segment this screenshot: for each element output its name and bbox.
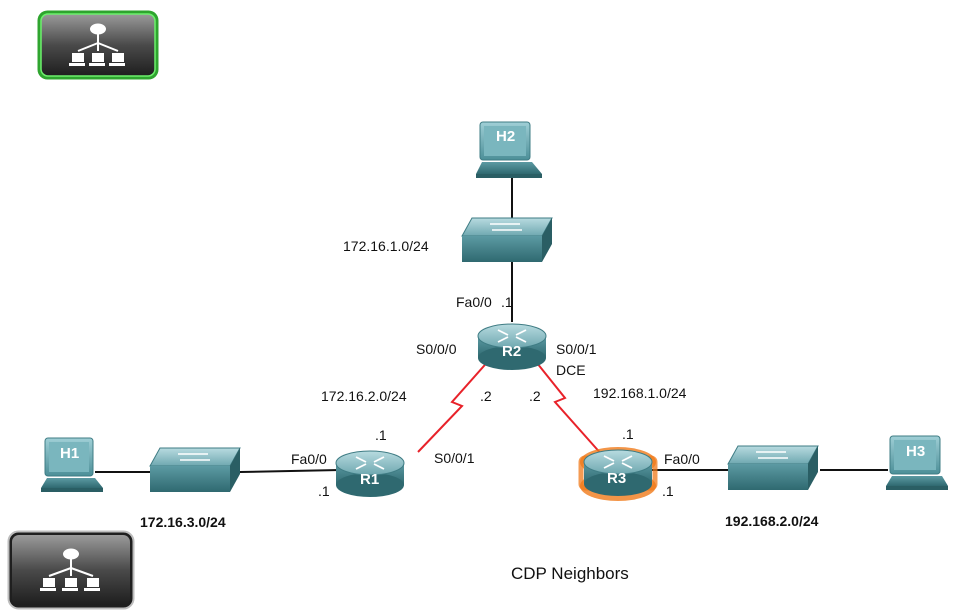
switch-r1-lan [149, 447, 241, 492]
diagram-caption: CDP Neighbors [511, 564, 629, 583]
r3-fa-host-label: .1 [662, 483, 674, 499]
serial-links [417, 357, 604, 457]
network-wan-r1-r2-label: 172.16.2.0/24 [321, 388, 407, 404]
router-r3-label: R3 [607, 470, 627, 487]
r2-left-host-label: .2 [480, 388, 492, 404]
router-r3[interactable] [578, 447, 658, 501]
host-h3[interactable] [886, 435, 948, 490]
r2-s000-label: S0/0/0 [416, 341, 457, 357]
host-h2-label: H2 [496, 128, 516, 145]
topology-view-button-secondary[interactable] [7, 530, 135, 610]
r2-right-host-label: .2 [529, 388, 541, 404]
network-lan-r3-label: 192.168.2.0/24 [725, 513, 819, 529]
router-r1[interactable] [335, 450, 405, 497]
r1-serial-host-label: .1 [375, 427, 387, 443]
ethernet-links [95, 170, 888, 473]
router-r2-label: R2 [502, 343, 522, 360]
host-h2[interactable] [476, 121, 542, 178]
network-wan-r2-r3-label: 192.168.1.0/24 [593, 385, 687, 401]
r2-s001-label: S0/0/1 [556, 341, 597, 357]
r1-s001-label: S0/0/1 [434, 450, 475, 466]
switch-r2-lan [461, 217, 553, 262]
host-h1[interactable] [41, 437, 103, 492]
r2-fa-interface-label: Fa0/0 [456, 294, 492, 310]
topology-view-button[interactable] [36, 9, 160, 81]
switch-r3-lan [727, 445, 819, 490]
r1-fa-host-label: .1 [318, 483, 330, 499]
router-r2[interactable] [477, 323, 547, 370]
r3-fa-interface-label: Fa0/0 [664, 451, 700, 467]
host-h3-label: H3 [906, 443, 926, 460]
network-lan-r2-label: 172.16.1.0/24 [343, 238, 429, 254]
r3-serial-host-label: .1 [622, 426, 634, 442]
router-r1-label: R1 [360, 471, 380, 488]
network-lan-r1-label: 172.16.3.0/24 [140, 514, 226, 530]
network-topology-icon [40, 548, 100, 591]
r2-fa-host-label: .1 [501, 294, 513, 310]
r1-fa-interface-label: Fa0/0 [291, 451, 327, 467]
r2-dce-label: DCE [556, 362, 586, 378]
network-topology-icon [69, 23, 125, 66]
host-h1-label: H1 [60, 445, 80, 462]
